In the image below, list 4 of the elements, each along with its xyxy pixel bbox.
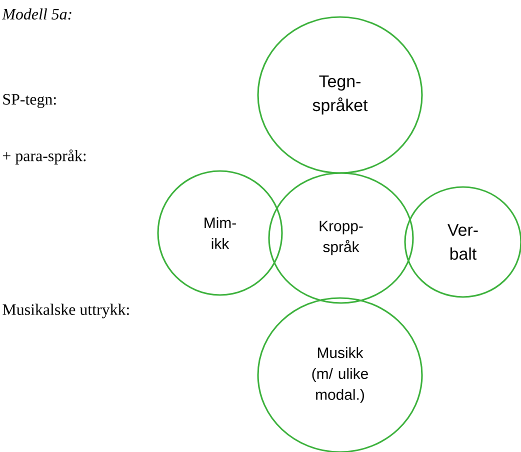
label: Musikalske uttrykk: xyxy=(2,304,129,318)
label: SP-tegn: xyxy=(3,94,56,108)
label: + para-språk: xyxy=(3,150,86,164)
label: Modell 5a: xyxy=(2,8,72,20)
